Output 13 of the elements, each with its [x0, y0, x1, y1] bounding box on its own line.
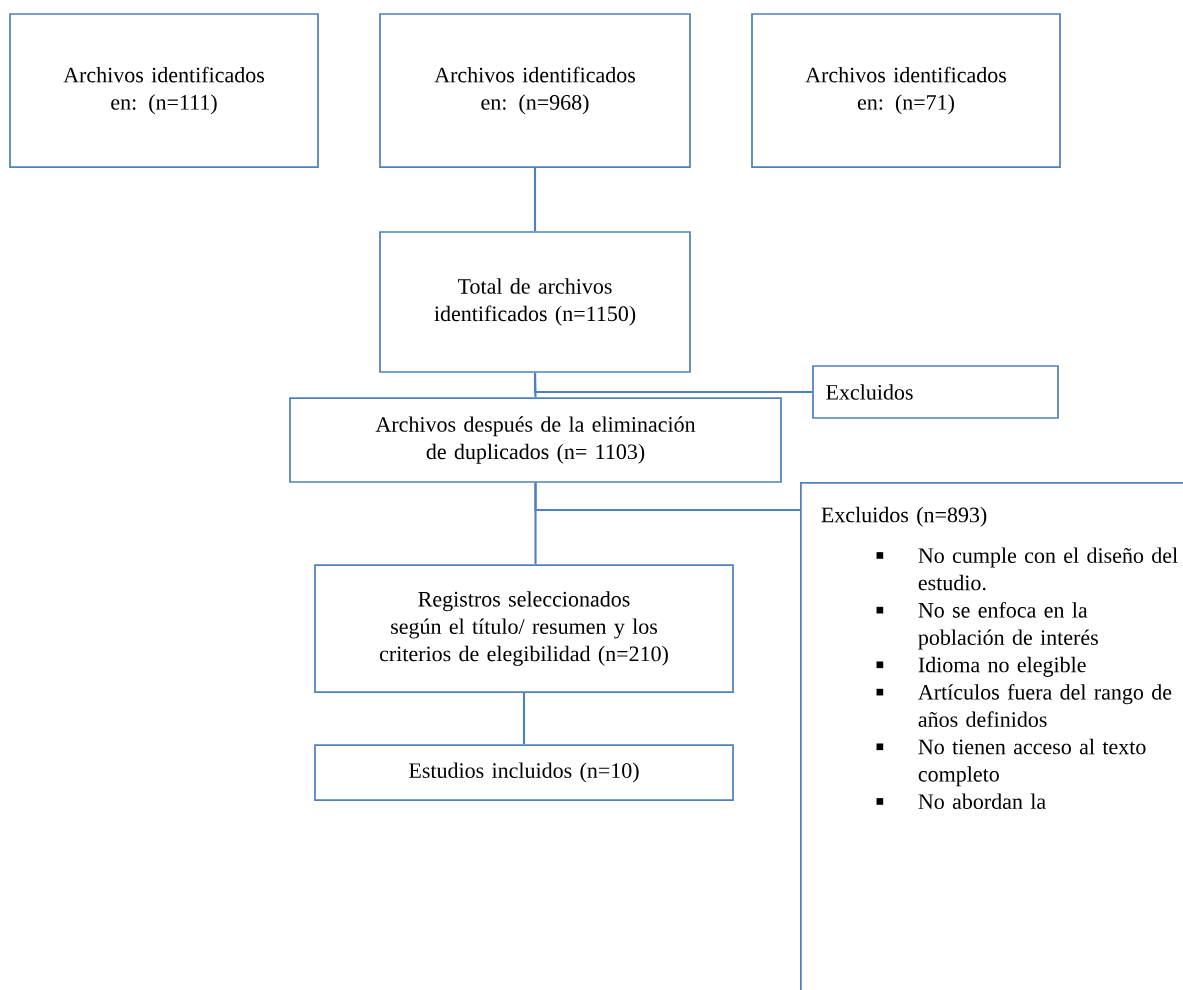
connector-line	[534, 482, 537, 565]
exclusion-box: Excluidos (n=893) No cumple con el diseño del estudio. No se enfoca en la población de interés Idioma no elegible Artículos fuera del rango de años definidos No tienen acceso al texto completo No abordan la	[800, 482, 1183, 990]
process-box: Archivos después de la eliminación de duplicados (n= 1103)	[289, 397, 782, 483]
process-box: Registros seleccionados según el título/ resumen y los criterios de elegibilidad (n=210)	[314, 564, 734, 693]
process-box: Archivos identificados en: (n=111)	[9, 13, 319, 168]
connector-line	[522, 692, 526, 745]
connector-line	[533, 372, 813, 394]
process-box: Archivos identificados en: (n=71)	[751, 13, 1061, 168]
excluded-box: Excluidos	[812, 365, 1059, 419]
process-box: Estudios incluidos (n=10)	[314, 744, 734, 801]
process-box: Total de archivos identificados (n=1150)	[379, 231, 691, 373]
connector-line	[533, 167, 537, 232]
process-box: Archivos identificados en: (n=968)	[379, 13, 691, 168]
